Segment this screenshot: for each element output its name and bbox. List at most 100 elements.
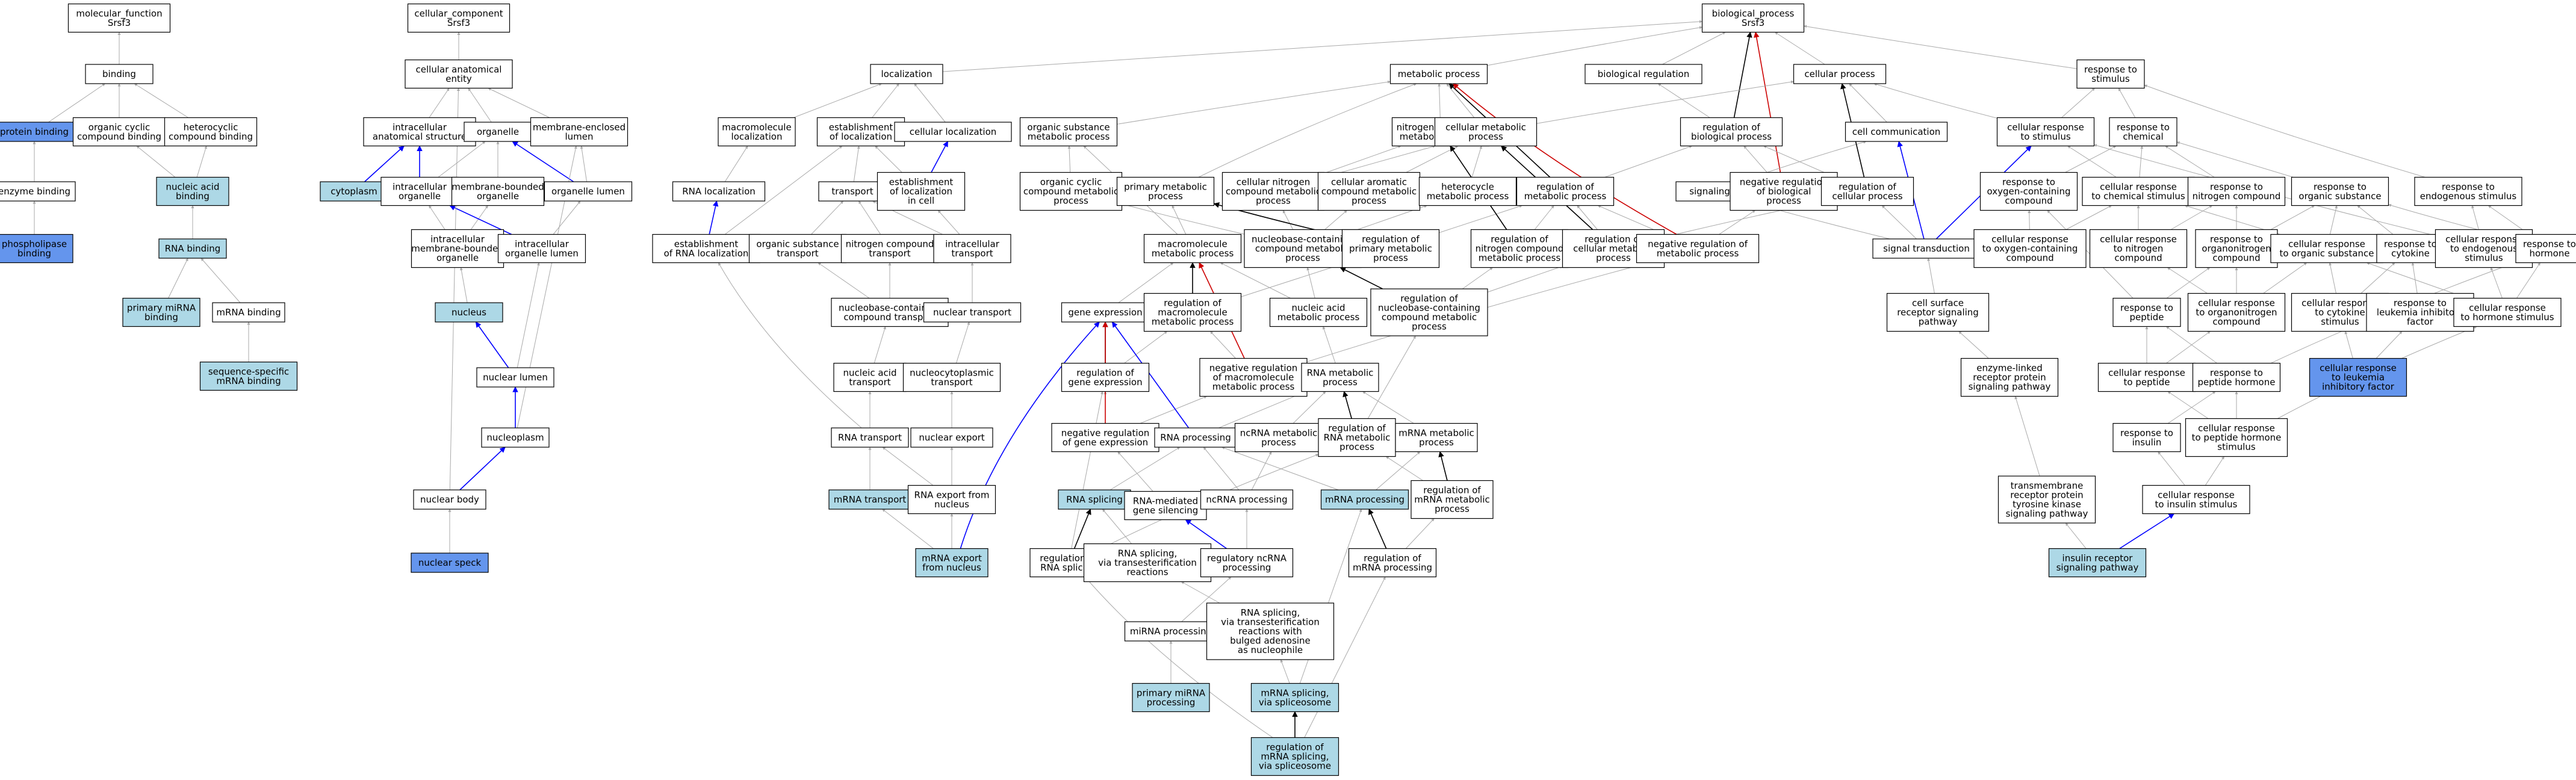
go-term-node-ncrna-processing[interactable]: ncRNA processing bbox=[1200, 489, 1294, 510]
go-term-node-mrna-splicing-spliceosome[interactable]: mRNA splicing,via spliceosome bbox=[1250, 682, 1339, 713]
go-term-node-nuclear-body[interactable]: nuclear body bbox=[413, 489, 486, 510]
go-term-node-mrna-processing[interactable]: mRNA processing bbox=[1320, 489, 1409, 510]
go-term-node-nuclear-speck[interactable]: nuclear speck bbox=[411, 552, 489, 573]
go-term-node-cellular-localization[interactable]: cellular localization bbox=[894, 122, 1012, 142]
go-term-node-biological-regulation[interactable]: biological regulation bbox=[1584, 64, 1702, 84]
go-term-node-mrna-transport[interactable]: mRNA transport bbox=[828, 489, 911, 510]
go-term-node-nuclear-lumen[interactable]: nuclear lumen bbox=[476, 367, 554, 388]
go-term-node-protein-binding[interactable]: protein binding bbox=[0, 122, 79, 142]
go-term-node-organelle[interactable]: organelle bbox=[464, 122, 532, 142]
go-term-node-nucleoplasm[interactable]: nucleoplasm bbox=[481, 427, 550, 448]
go-term-node-rna-transport[interactable]: RNA transport bbox=[831, 427, 909, 448]
go-term-node-rna-localization[interactable]: RNA localization bbox=[672, 181, 766, 202]
go-term-node-binding[interactable]: binding bbox=[85, 64, 154, 84]
go-term-node-enzyme-binding[interactable]: enzyme binding bbox=[0, 181, 76, 202]
go-term-node-cytoplasm[interactable]: cytoplasm bbox=[320, 181, 388, 202]
go-term-node-localization[interactable]: localization bbox=[870, 64, 943, 84]
go-term-node-metabolic-process[interactable]: metabolic process bbox=[1389, 64, 1488, 84]
go-term-node-rna-binding[interactable]: RNA binding bbox=[158, 238, 227, 259]
go-term-node-mrna-binding[interactable]: mRNA binding bbox=[212, 302, 285, 323]
go-term-node-cellular-process[interactable]: cellular process bbox=[1793, 64, 1887, 84]
go-term-node-gene-expression[interactable]: gene expression bbox=[1061, 302, 1150, 323]
go-term-node-nuclear-export[interactable]: nuclear export bbox=[910, 427, 993, 448]
go-term-node-rna-processing[interactable]: RNA processing bbox=[1154, 427, 1237, 448]
go-term-node-signal-transduction[interactable]: signal transduction bbox=[1872, 238, 1981, 259]
go-term-node-transport[interactable]: transport bbox=[818, 181, 887, 202]
go-term-node-mirna-processing[interactable]: miRNA processing bbox=[1124, 621, 1218, 642]
